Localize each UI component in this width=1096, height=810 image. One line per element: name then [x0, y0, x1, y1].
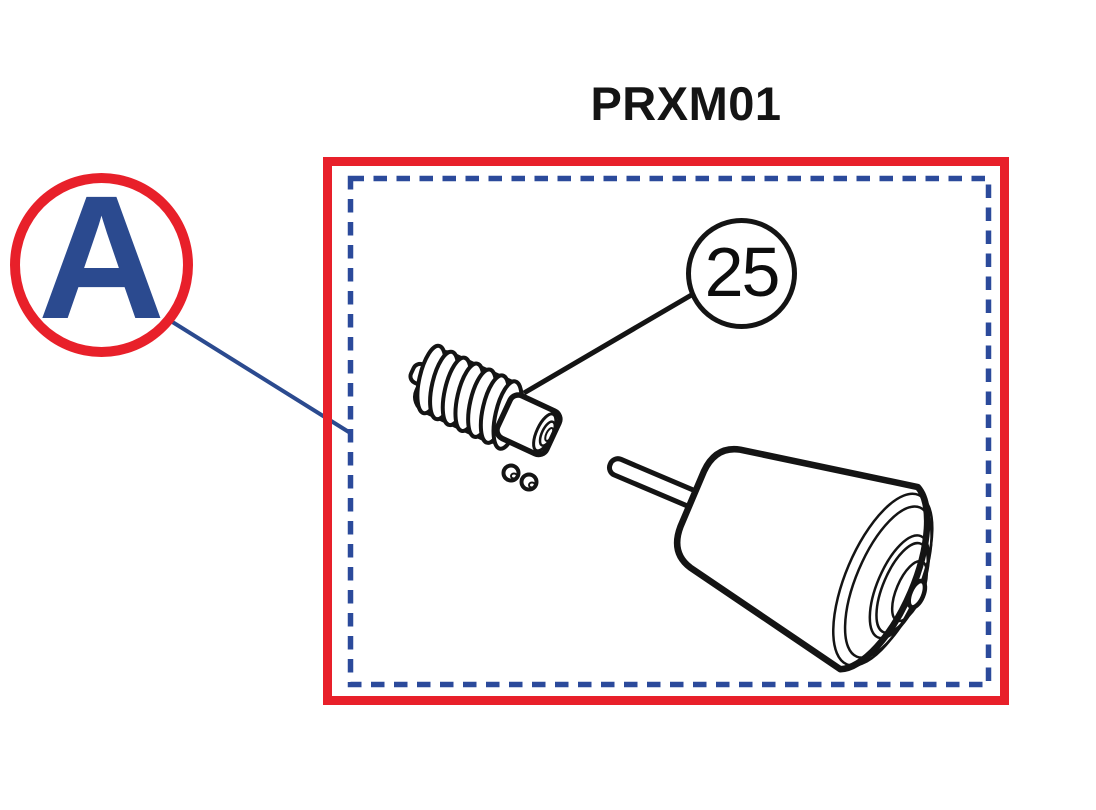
dashed-frame [347, 175, 992, 688]
worm-gear-bore-rings [532, 412, 558, 453]
motor-rear-shaft-nub [906, 578, 928, 610]
callout-number: 25 [704, 232, 781, 311]
section-badge: A [10, 160, 193, 357]
page-title: PRXM01 [590, 77, 782, 130]
motor-drawing [606, 445, 934, 673]
worm-gear-drawing [408, 343, 563, 458]
section-leader-line [148, 306, 354, 436]
motor-body [673, 445, 931, 673]
red-frame [323, 157, 1009, 705]
callout-balloon: 25 [686, 218, 797, 329]
set-screws-drawing [501, 463, 539, 492]
callout-leader-line [522, 287, 702, 396]
section-badge-letter: A [37, 160, 166, 356]
